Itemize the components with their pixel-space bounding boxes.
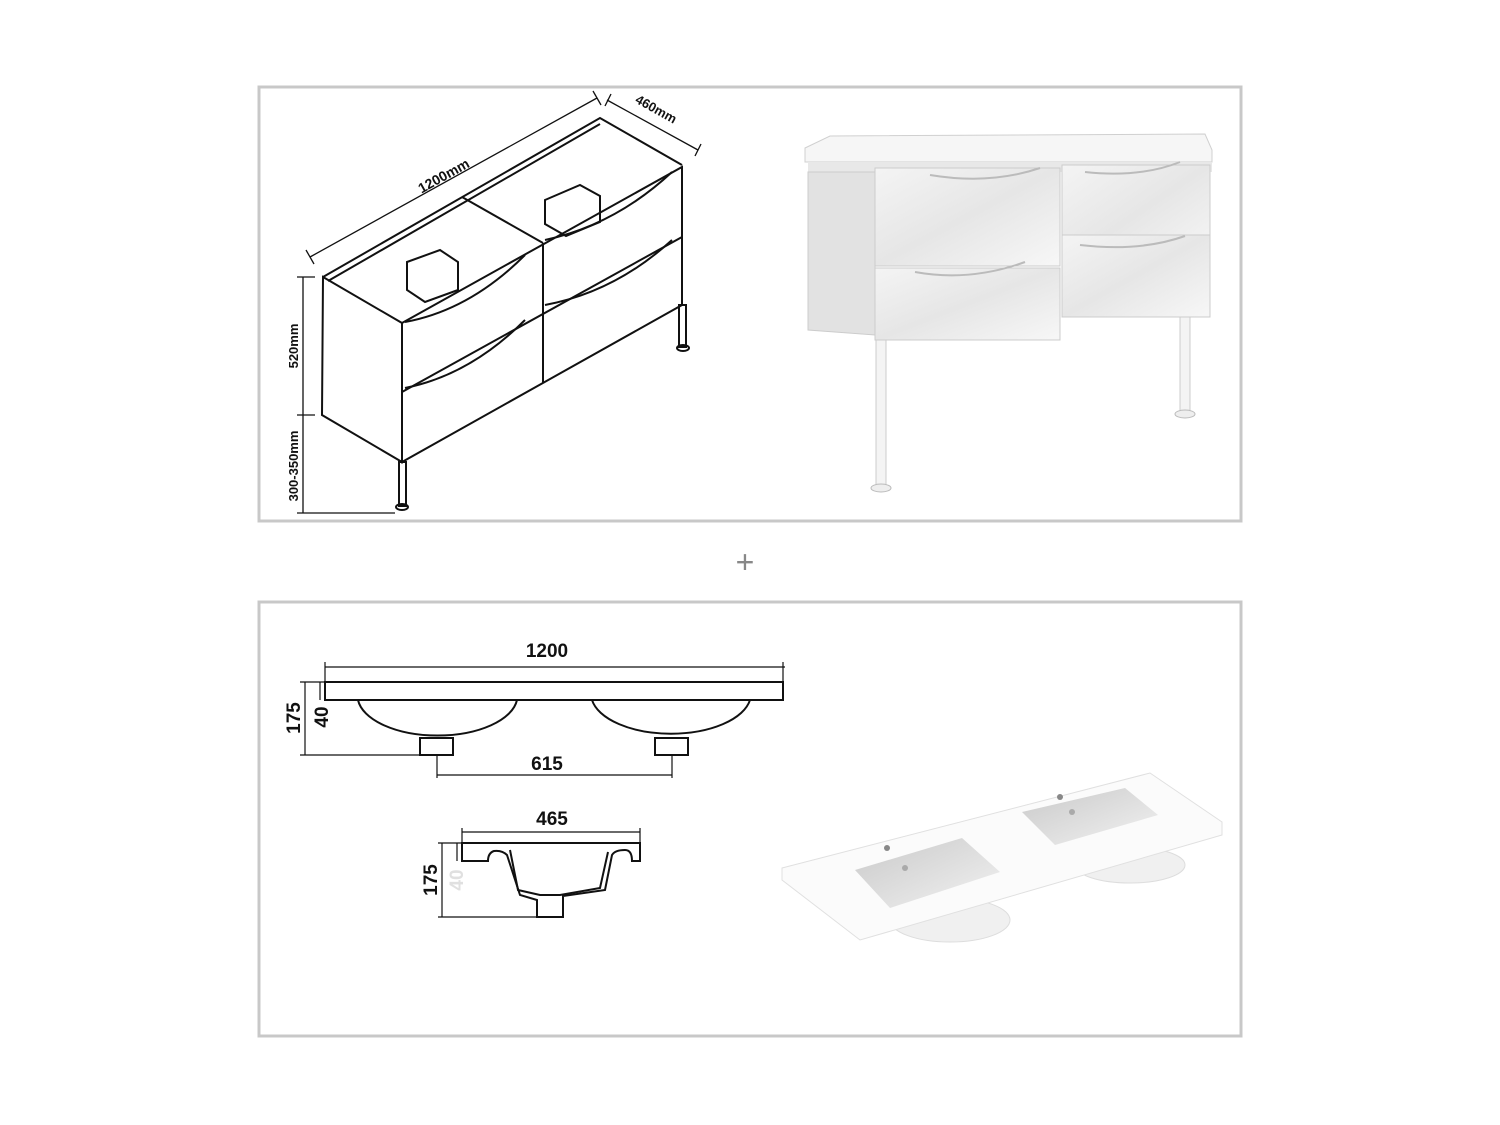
cabinet-side: [320, 275, 403, 464]
basin-section-profile: [461, 842, 641, 918]
drawer-handle: [404, 319, 526, 389]
basin-drain: [419, 737, 454, 756]
cabinet-back-edge: [327, 123, 601, 282]
drawer-handle: [544, 239, 673, 306]
cabinet-leg: [398, 461, 407, 507]
basin-inner-profile: [509, 849, 609, 896]
basin-bowl: [357, 699, 518, 737]
cabinet-panel: [257, 85, 1243, 523]
cabinet-top-rim: [322, 116, 683, 278]
basin-front-top-thickness-label: 40: [312, 706, 333, 727]
cabinet-height-label: 520mm: [286, 324, 301, 369]
leg-height-label: 300-350mm: [286, 431, 301, 502]
basin-front-view-drawing: [324, 681, 784, 756]
drawer-handle: [404, 254, 526, 323]
cabinet-line-drawing: [320, 116, 690, 511]
basin-side-dimension-lines: [438, 828, 641, 918]
basin-front-dimension-lines: [300, 662, 785, 778]
drawer-split-line: [401, 236, 683, 393]
basin-side-height-label: 175: [421, 864, 442, 896]
drawer-handle: [544, 171, 673, 241]
cabinet-depth-label: 460mm: [633, 92, 679, 127]
cabinet-divider-top: [461, 196, 544, 244]
leg-foot: [395, 503, 409, 511]
cabinet-product-image: [804, 133, 1213, 493]
basin-front-height-label: 175: [284, 702, 305, 734]
basin-top-slab: [324, 681, 784, 701]
cabinet-width-label: 1200mm: [415, 155, 472, 196]
basin-panel: [257, 600, 1243, 1038]
cabinet-dimension-lines: [297, 90, 702, 514]
basin-drain: [654, 737, 689, 756]
basin-side-section-drawing: [461, 842, 641, 918]
basin-bowl: [591, 699, 751, 735]
basin-depth-label: 465: [536, 809, 568, 830]
cabinet-leg: [678, 304, 687, 348]
leg-foot: [676, 344, 690, 352]
drain-spacing-label: 615: [531, 754, 563, 775]
siphon-cutout: [544, 183, 601, 238]
plus-separator: +: [736, 544, 755, 580]
siphon-cutout: [406, 248, 459, 304]
basin-width-label: 1200: [526, 641, 568, 662]
basin-product-image: [781, 772, 1223, 943]
basin-side-top-thickness-label: 40: [447, 869, 468, 890]
